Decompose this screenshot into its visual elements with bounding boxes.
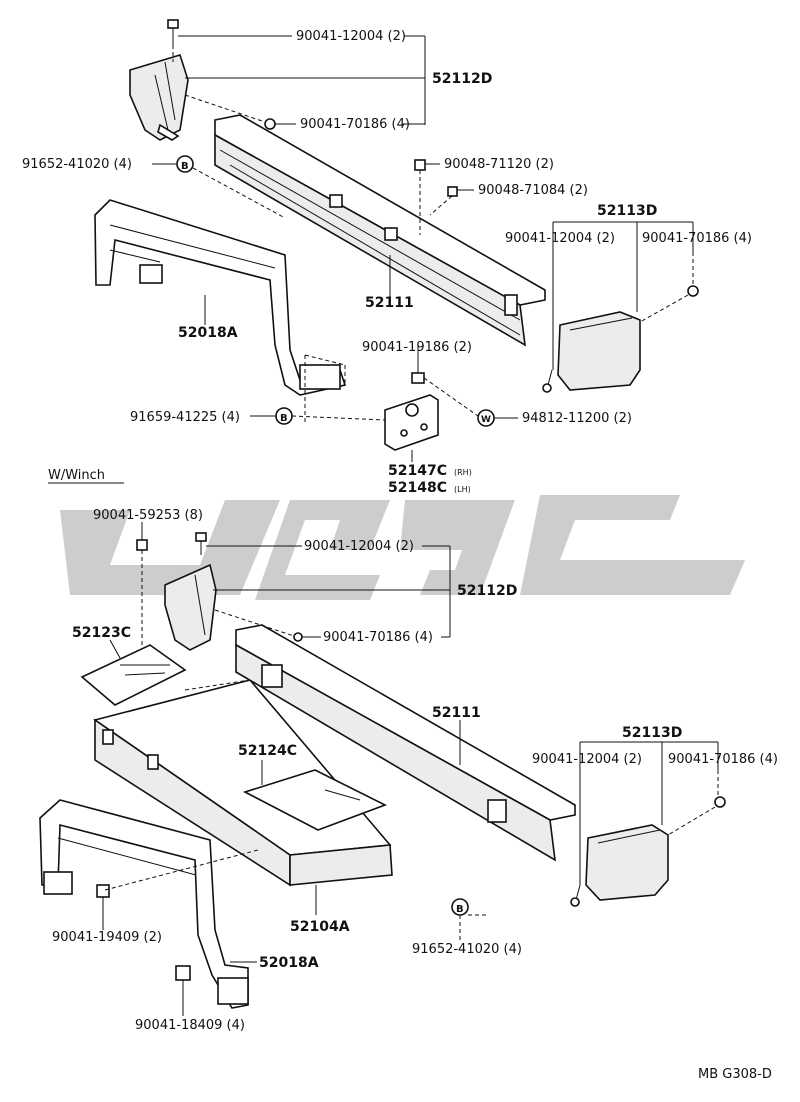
label-52148c: 52148C — [388, 480, 447, 496]
bumper-guard-bottom — [39, 799, 249, 1009]
section-label-winch: W/Winch — [48, 468, 105, 483]
bolt-90048-71084 — [447, 186, 458, 197]
label-90041-19186: 90041-19186 (2) — [362, 340, 472, 355]
bolt-90041-12004-bottom — [195, 532, 207, 555]
end-cap-right-top — [557, 311, 641, 391]
nut-90041-70186-bottom — [293, 632, 303, 642]
plate-52124c — [242, 769, 388, 831]
sym-b-text-3: B — [456, 904, 464, 915]
bolt-90041-12004-top — [167, 19, 179, 45]
label-52124c: 52124C — [238, 743, 297, 759]
bumper-reinforcement-bottom — [235, 624, 576, 862]
bumper-reinforcement-top — [214, 114, 546, 347]
label-90041-12004-right-top: 90041-12004 (2) — [505, 231, 615, 246]
label-91652-41020-bottom: 91652-41020 (4) — [412, 942, 522, 957]
top-leader-lines — [152, 35, 694, 462]
label-90041-70186-bottom: 90041-70186 (4) — [323, 630, 433, 645]
bottom-leader-lines — [102, 522, 719, 1016]
label-52112d-top: 52112D — [432, 71, 492, 87]
nut-90041-70186-right-bottom — [714, 796, 726, 808]
label-90041-70186-top: 90041-70186 (4) — [300, 117, 410, 132]
label-90048-71084: 90048-71084 (2) — [478, 183, 588, 198]
sym-b-text-2: B — [280, 413, 288, 424]
top-assembly — [94, 19, 699, 451]
end-cap-left-bottom — [164, 563, 217, 651]
label-94812-11200: 94812-11200 (2) — [522, 411, 632, 426]
label-90041-59253: 90041-59253 (8) — [93, 508, 203, 523]
label-90041-19409: 90041-19409 (2) — [52, 930, 162, 945]
bolt-90041-18409 — [175, 965, 191, 981]
bolt-90041-59253 — [136, 539, 148, 551]
label-52113d-top: 52113D — [597, 203, 657, 219]
label-90041-12004-top: 90041-12004 (2) — [296, 29, 406, 44]
label-90041-70186-right-bottom: 90041-70186 (4) — [668, 752, 778, 767]
top-labels: 90041-12004 (2) 52112D 90041-70186 (4) 9… — [22, 29, 752, 496]
label-52147c-suffix: (RH) — [454, 468, 472, 477]
end-cap-right-bottom — [585, 824, 669, 901]
bolt-90041-12004-right-top — [542, 369, 553, 393]
label-52018a-bottom: 52018A — [259, 955, 319, 971]
label-52148c-suffix: (LH) — [454, 485, 471, 494]
sym-w-text: W — [481, 415, 491, 425]
plate-52123c — [80, 644, 187, 706]
label-90041-12004-right-bottom: 90041-12004 (2) — [532, 752, 642, 767]
label-90048-71120: 90048-71120 (2) — [444, 157, 554, 172]
label-52123c: 52123C — [72, 625, 131, 641]
diagram-code: MB G308-D — [698, 1067, 772, 1082]
label-52113d-bottom: 52113D — [622, 725, 682, 741]
bottom-assembly — [39, 532, 726, 1009]
nut-90041-70186-top — [264, 118, 276, 130]
label-52018a-top: 52018A — [178, 325, 238, 341]
label-91659-41225: 91659-41225 (4) — [130, 410, 240, 425]
bolt-90048-71120 — [414, 159, 426, 171]
label-91652-41020-top: 91652-41020 (4) — [22, 157, 132, 172]
label-52147c: 52147C — [388, 463, 447, 479]
bumper-guard-top — [94, 199, 347, 396]
bracket-52147c — [384, 394, 439, 451]
bolt-90041-19186 — [411, 372, 425, 384]
nut-90041-70186-right-top — [687, 285, 699, 297]
end-cap-left-top — [129, 54, 189, 141]
label-90041-12004-bottom: 90041-12004 (2) — [304, 539, 414, 554]
label-52111-top: 52111 — [365, 295, 414, 311]
label-90041-70186-right-top: 90041-70186 (4) — [642, 231, 752, 246]
watermark-logo — [60, 495, 745, 600]
label-52112d-bottom: 52112D — [457, 583, 517, 599]
label-90041-18409: 90041-18409 (4) — [135, 1018, 245, 1033]
bolt-90041-19409 — [96, 884, 110, 898]
label-52111-bottom: 52111 — [432, 705, 481, 721]
label-52104a: 52104A — [290, 919, 350, 935]
sym-b-text-1: B — [181, 161, 189, 172]
bolt-90041-12004-right-bottom — [570, 884, 581, 907]
bottom-labels: 90041-59253 (8) 90041-12004 (2) 52112D 9… — [52, 508, 778, 1033]
